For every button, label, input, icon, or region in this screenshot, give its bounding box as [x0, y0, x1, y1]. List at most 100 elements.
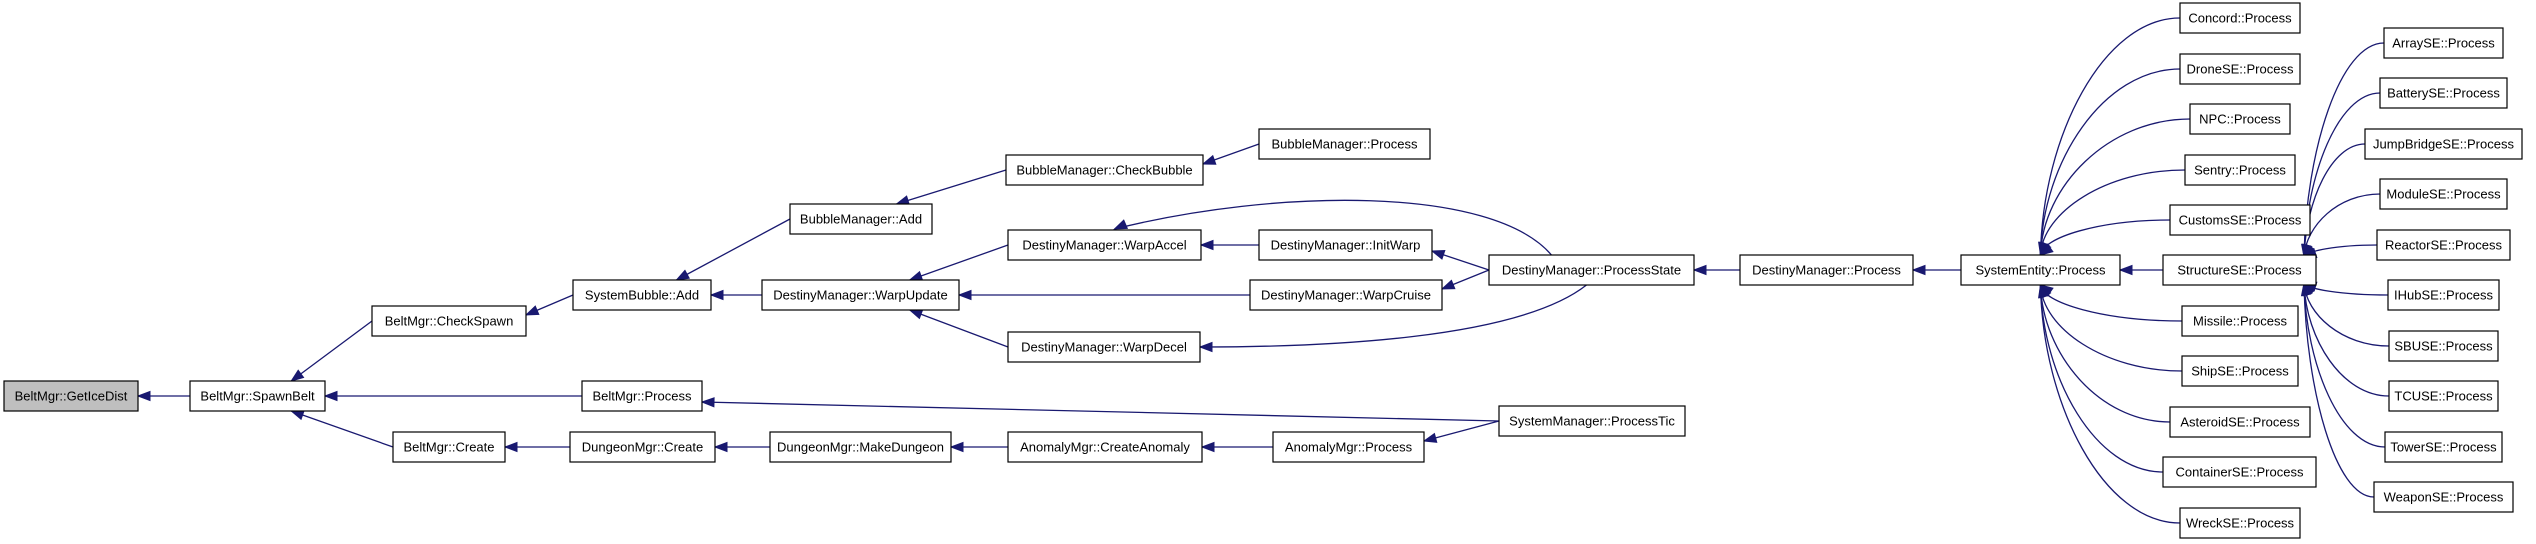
node-tcuse-process[interactable]: TCUSE::Process: [2388, 380, 2499, 412]
edge-line: [2303, 282, 2386, 448]
node-belt-mgr-process[interactable]: BeltMgr::Process: [581, 380, 703, 412]
node-tower-se-process[interactable]: TowerSE::Process: [2384, 431, 2503, 463]
node-battery-se-process[interactable]: BatterySE::Process: [2379, 77, 2508, 109]
node-belt-mgr-create[interactable]: BeltMgr::Create: [392, 431, 506, 463]
node-box: [2169, 406, 2311, 438]
node-destiny-manager-init-warp[interactable]: DestinyManager::InitWarp: [1258, 229, 1433, 261]
edge-arrowhead: [1201, 154, 1217, 165]
node-label: Missile::Process: [2193, 314, 2287, 329]
node-label: NPC::Process: [2199, 112, 2281, 127]
node-label: DungeonMgr::Create: [582, 440, 703, 455]
node-container-se-process[interactable]: ContainerSE::Process: [2162, 456, 2317, 488]
node-destiny-manager-warp-decel[interactable]: DestinyManager::WarpDecel: [1007, 331, 1201, 363]
edge-belt-mgr-spawn-belt-to-belt-mgr-get-ice-dist: [136, 390, 190, 402]
edge-arrowhead: [1440, 279, 1456, 290]
node-array-se-process[interactable]: ArraySE::Process: [2383, 27, 2504, 59]
node-dungeon-mgr-make-dungeon[interactable]: DungeonMgr::MakeDungeon: [769, 431, 952, 463]
node-label: DungeonMgr::MakeDungeon: [777, 440, 944, 455]
node-label: Sentry::Process: [2194, 163, 2286, 178]
edge-ihub-se-process-to-structure-se-process: [2302, 281, 2389, 296]
node-box: [2387, 279, 2500, 311]
node-wreck-se-process[interactable]: WreckSE::Process: [2179, 507, 2301, 539]
edge-line: [2039, 284, 2181, 524]
node-dungeon-mgr-create[interactable]: DungeonMgr::Create: [569, 431, 716, 463]
node-label: DestinyManager::Process: [1752, 263, 1901, 278]
node-drone-se-process[interactable]: DroneSE::Process: [2179, 53, 2301, 85]
node-asteroid-se-process[interactable]: AsteroidSE::Process: [2169, 406, 2311, 438]
node-bubble-manager-add[interactable]: BubbleManager::Add: [789, 203, 933, 235]
edge-destiny-manager-process-state-to-destiny-manager-warp-cruise: [1440, 269, 1490, 290]
node-box: [2376, 229, 2511, 261]
node-destiny-manager-warp-update[interactable]: DestinyManager::WarpUpdate: [761, 279, 960, 311]
edge-battery-se-process-to-structure-se-process: [2301, 92, 2381, 259]
edge-arrowhead: [1200, 441, 1215, 453]
node-destiny-manager-process[interactable]: DestinyManager::Process: [1739, 254, 1914, 286]
node-label: StructureSE::Process: [2177, 263, 2302, 278]
node-destiny-manager-warp-cruise[interactable]: DestinyManager::WarpCruise: [1249, 279, 1443, 311]
edge-arrowhead: [289, 410, 305, 421]
node-bubble-manager-check-bubble[interactable]: BubbleManager::CheckBubble: [1005, 154, 1204, 186]
edge-asteroid-se-process-to-system-entity-process: [2039, 283, 2171, 423]
node-bubble-manager-process[interactable]: BubbleManager::Process: [1258, 128, 1431, 160]
edge-anomaly-mgr-process-to-anomaly-mgr-create-anomaly: [1200, 441, 1273, 453]
edge-system-entity-process-to-destiny-manager-process: [1911, 264, 1961, 276]
node-module-se-process[interactable]: ModuleSE::Process: [2379, 178, 2508, 210]
edge-arrowhead: [700, 397, 715, 408]
node-label: IHubSE::Process: [2394, 288, 2493, 303]
node-customs-se-process[interactable]: CustomsSE::Process: [2169, 204, 2311, 236]
node-destiny-manager-process-state[interactable]: DestinyManager::ProcessState: [1488, 254, 1695, 286]
node-sentry-process[interactable]: Sentry::Process: [2184, 154, 2296, 186]
node-label: BubbleManager::CheckBubble: [1016, 163, 1192, 178]
node-ship-se-process[interactable]: ShipSE::Process: [2181, 355, 2299, 387]
node-system-manager-process-tic[interactable]: SystemManager::ProcessTic: [1498, 405, 1686, 437]
node-box: [2388, 330, 2499, 362]
edge-arrowhead: [709, 289, 724, 301]
edge-line: [2303, 143, 2366, 258]
node-missile-process[interactable]: Missile::Process: [2181, 305, 2299, 337]
edge-line: [909, 309, 1009, 348]
edge-jump-bridge-se-process-to-structure-se-process: [2302, 143, 2366, 259]
node-anomaly-mgr-create-anomaly[interactable]: AnomalyMgr::CreateAnomaly: [1007, 431, 1203, 463]
edge-line: [2039, 17, 2181, 256]
node-structure-se-process[interactable]: StructureSE::Process: [2162, 254, 2317, 286]
node-weapon-se-process[interactable]: WeaponSE::Process: [2373, 481, 2514, 513]
node-sbuse-process[interactable]: SBUSE::Process: [2388, 330, 2499, 362]
node-label: DestinyManager::ProcessState: [1502, 263, 1681, 278]
node-concord-process[interactable]: Concord::Process: [2179, 2, 2301, 34]
node-destiny-manager-warp-accel[interactable]: DestinyManager::WarpAccel: [1007, 229, 1202, 261]
node-system-entity-process[interactable]: SystemEntity::Process: [1960, 254, 2121, 286]
node-jump-bridge-se-process[interactable]: JumpBridgeSE::Process: [2364, 128, 2523, 160]
edges-layer: [136, 17, 2390, 524]
edge-belt-mgr-process-to-belt-mgr-spawn-belt: [323, 390, 582, 402]
node-box: [789, 203, 933, 235]
node-belt-mgr-check-spawn[interactable]: BeltMgr::CheckSpawn: [371, 305, 527, 337]
node-box: [2162, 254, 2317, 286]
edge-arrowhead: [136, 390, 151, 402]
node-box: [581, 380, 703, 412]
edge-module-se-process-to-structure-se-process: [2303, 193, 2381, 259]
node-system-bubble-add[interactable]: SystemBubble::Add: [572, 279, 712, 311]
node-label: AnomalyMgr::Process: [1285, 440, 1413, 455]
node-belt-mgr-spawn-belt[interactable]: BeltMgr::SpawnBelt: [189, 380, 326, 412]
node-anomaly-mgr-process[interactable]: AnomalyMgr::Process: [1272, 431, 1425, 463]
node-box: [2189, 103, 2291, 135]
edge-destiny-manager-process-to-destiny-manager-process-state: [1692, 264, 1740, 276]
node-label: BeltMgr::CheckSpawn: [385, 314, 514, 329]
node-reactor-se-process[interactable]: ReactorSE::Process: [2376, 229, 2511, 261]
edge-line: [2303, 92, 2381, 258]
edge-arrowhead: [713, 441, 728, 453]
node-box: [2388, 380, 2499, 412]
edge-structure-se-process-to-system-entity-process: [2118, 264, 2163, 276]
node-label: ModuleSE::Process: [2386, 187, 2501, 202]
edge-arrowhead: [2300, 281, 2312, 297]
node-box: [2179, 507, 2301, 539]
node-box: [1007, 331, 1201, 363]
node-npc-process[interactable]: NPC::Process: [2189, 103, 2291, 135]
edge-arrowhead: [908, 309, 924, 320]
node-box: [1005, 154, 1204, 186]
node-box: [2373, 481, 2514, 513]
edge-tower-se-process-to-structure-se-process: [2301, 281, 2386, 448]
node-ihub-se-process[interactable]: IHubSE::Process: [2387, 279, 2500, 311]
node-box: [1272, 431, 1425, 463]
